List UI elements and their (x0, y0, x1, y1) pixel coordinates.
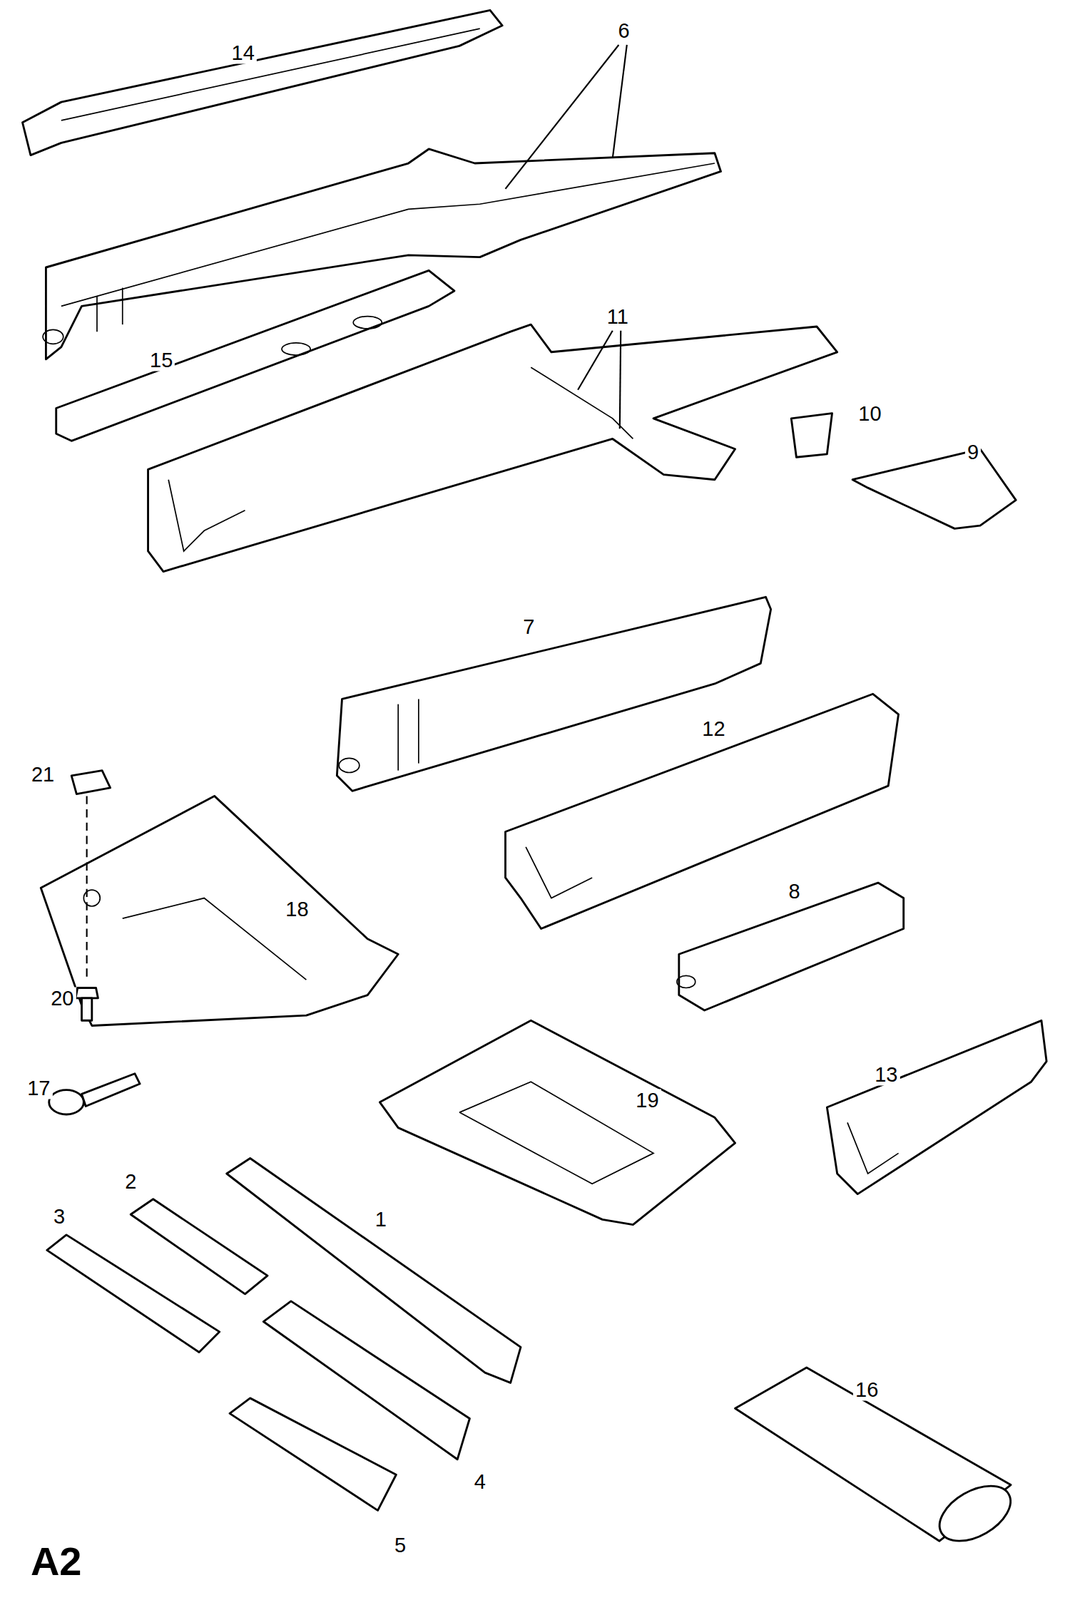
leader-line (577, 330, 613, 391)
part-detail (459, 1082, 654, 1185)
part-detail (525, 847, 593, 899)
part-detail (281, 343, 311, 356)
callout-number: 21 (29, 763, 57, 787)
assembly-line (86, 796, 88, 981)
leader-line (612, 44, 628, 159)
shield-plate-part (40, 796, 399, 1026)
part-detail (338, 758, 360, 773)
callout-number: 4 (472, 1471, 488, 1494)
part-detail (96, 296, 98, 332)
crossmember-part (130, 1199, 268, 1295)
figure-id: A2 (28, 1541, 85, 1583)
callout-number: 17 (24, 1077, 53, 1100)
part-detail (676, 975, 696, 988)
part-detail (42, 329, 64, 344)
part-detail (122, 898, 307, 981)
clip-part (71, 771, 110, 795)
callout-number: 2 (122, 1171, 139, 1194)
part-detail (121, 288, 124, 326)
crossmember-part (47, 1235, 220, 1354)
tow-eye-part (82, 1074, 141, 1108)
frame-rail-part (148, 324, 838, 572)
bolt-part (75, 987, 98, 998)
callout-number: 1 (373, 1209, 389, 1232)
frame-rail-part (22, 9, 503, 155)
callout-number: 15 (147, 349, 175, 372)
bracket-part (791, 413, 832, 458)
callout-number: 12 (699, 717, 727, 740)
callout-number: 10 (856, 402, 884, 425)
frame-rail-part (505, 694, 899, 929)
part-detail (353, 316, 382, 329)
part-detail (397, 704, 399, 772)
callout-number: 16 (853, 1379, 881, 1402)
bolt-part (82, 998, 93, 1021)
shield-plate-part (379, 1020, 735, 1225)
crossmember-part (229, 1398, 396, 1511)
tow-eye-part (49, 1090, 85, 1115)
part-detail (61, 28, 481, 121)
part-detail (168, 480, 245, 552)
part-detail (418, 699, 420, 764)
part-detail (530, 367, 633, 439)
frame-rail-part (45, 149, 721, 360)
callout-number: 6 (615, 19, 632, 42)
frame-rail-part (826, 1020, 1047, 1195)
crossmember-part (226, 1159, 521, 1384)
leader-line (619, 330, 621, 429)
callout-number: 5 (392, 1534, 409, 1557)
tube-part (930, 1475, 1021, 1553)
callout-number: 13 (872, 1064, 900, 1087)
callout-number: 3 (51, 1206, 68, 1229)
callout-number: 9 (965, 441, 981, 464)
callout-number: 8 (786, 880, 802, 903)
callout-number: 11 (604, 305, 631, 328)
leader-line (505, 44, 619, 190)
callout-number: 18 (283, 898, 311, 921)
part-detail (847, 1122, 899, 1175)
callout-number: 7 (520, 615, 537, 638)
callout-number: 14 (229, 42, 257, 65)
callout-number: 20 (48, 987, 76, 1010)
callout-number: 19 (633, 1089, 661, 1112)
bracket-part (852, 449, 1016, 530)
